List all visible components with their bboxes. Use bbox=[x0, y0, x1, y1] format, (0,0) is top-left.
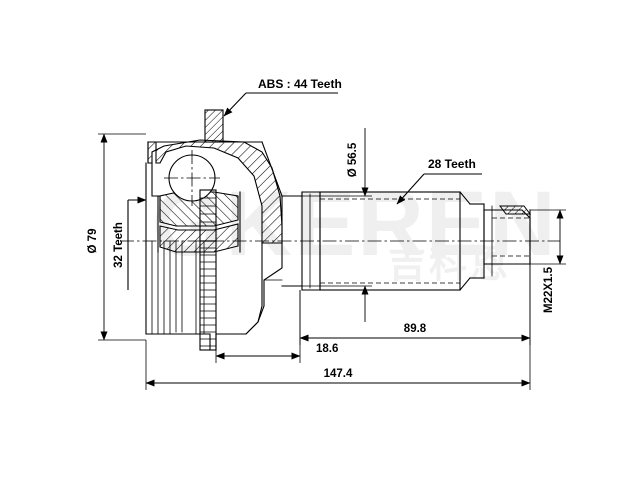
dimension-len-18-6: 18.6 bbox=[215, 290, 338, 363]
leader-28-teeth: 28 Teeth bbox=[396, 157, 482, 205]
dim-label-len-89-8: 89.8 bbox=[404, 323, 427, 335]
dim-label-thread-m22: M22X1.5 bbox=[543, 266, 555, 313]
dimension-len-89-8: 89.8 bbox=[299, 264, 531, 345]
shaft-threaded-end bbox=[469, 203, 531, 279]
dimension-dia-56-5: Ø 56.5 bbox=[282, 128, 372, 322]
housing-lower-profile bbox=[245, 242, 283, 335]
joint-outer-housing bbox=[145, 162, 263, 351]
leader-abs-44-teeth: ABS : 44 Teeth bbox=[223, 77, 342, 117]
dimension-thread-m22: M22X1.5 bbox=[530, 209, 566, 313]
splined-shaft-28-teeth bbox=[319, 191, 471, 291]
leader-32-teeth: 32 Teeth bbox=[113, 196, 147, 290]
abs-tone-ring-block bbox=[204, 109, 224, 143]
dim-label-28-teeth: 28 Teeth bbox=[428, 157, 476, 171]
dim-label-32-teeth: 32 Teeth bbox=[113, 222, 125, 268]
dim-label-len-18-6: 18.6 bbox=[316, 343, 338, 355]
cage-hatch-lower bbox=[159, 223, 239, 253]
abs-ring-hatch bbox=[204, 109, 224, 143]
dim-label-len-147-4: 147.4 bbox=[324, 368, 353, 380]
dim-label-dia-79: Ø 79 bbox=[87, 229, 99, 254]
dim-label-dia-56-5: Ø 56.5 bbox=[347, 142, 359, 177]
dimension-dia-79: Ø 79 bbox=[87, 133, 146, 341]
abs-tone-ring-teeth-strip bbox=[199, 189, 217, 351]
thread-chamfer-hatch bbox=[499, 205, 531, 215]
inner-race-cage bbox=[157, 191, 241, 253]
dimension-len-147-4: 147.4 bbox=[145, 264, 531, 390]
dim-label-abs-teeth: ABS : 44 Teeth bbox=[258, 77, 342, 91]
